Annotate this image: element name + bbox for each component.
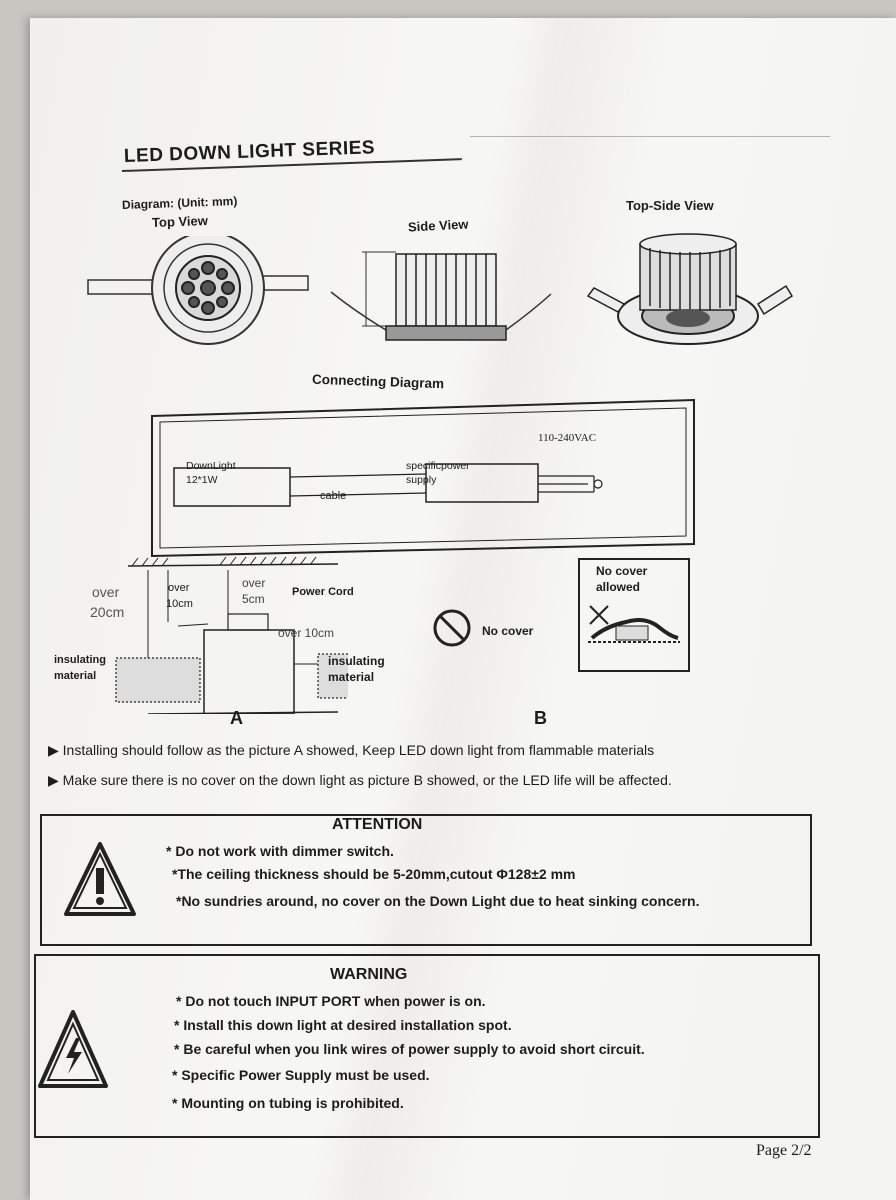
- bullet-item-2: ▶ Make sure there is no cover on the dow…: [48, 772, 672, 788]
- power-cord-label: Power Cord: [292, 586, 354, 598]
- instruction-sheet: LED DOWN LIGHT SERIES Diagram: (Unit: mm…: [30, 18, 896, 1200]
- insulating-right-1: insulating: [328, 654, 385, 668]
- attention-line-3: *No sundries around, no cover on the Dow…: [176, 893, 700, 909]
- insulating-left-1: insulating: [54, 654, 106, 666]
- top-side-view-drawing: [586, 233, 794, 345]
- covered-light-icon: [588, 605, 680, 643]
- top-side-view-label: Top-Side View: [626, 198, 714, 213]
- power-supply-label-2: supply: [406, 474, 437, 486]
- arrow-right-icon: ▶: [48, 742, 59, 758]
- attention-box: [40, 814, 812, 946]
- installation-diagram-a: [115, 556, 348, 714]
- attention-line-2: *The ceiling thickness should be 5-20mm,…: [172, 866, 576, 882]
- downlight-label-2: 12*1W: [186, 474, 218, 486]
- warning-line-2: * Install this down light at desired ins…: [174, 1017, 512, 1033]
- diagram-unit-label: Diagram: (Unit: mm): [121, 193, 238, 213]
- electric-shock-icon: [38, 1010, 108, 1088]
- bleed-through-rule: [470, 136, 830, 137]
- page-number: Page 2/2: [756, 1142, 812, 1159]
- over-5-label: over: [242, 576, 266, 590]
- prohibited-icon: [433, 609, 471, 647]
- over-10-value: 10cm: [166, 598, 193, 610]
- top-view-label: Top View: [151, 213, 209, 230]
- over-20-label: over: [92, 584, 120, 600]
- side-view-label: Side View: [407, 216, 469, 235]
- warning-line-1: * Do not touch INPUT PORT when power is …: [176, 993, 486, 1009]
- no-cover-allowed-1: No cover: [596, 564, 648, 578]
- voltage-label: 110-240VAC: [538, 432, 597, 444]
- no-cover-allowed-2: allowed: [596, 580, 641, 594]
- warning-line-4: * Specific Power Supply must be used.: [172, 1067, 430, 1083]
- no-cover-label: No cover: [482, 624, 534, 638]
- over-10-label: over: [168, 582, 190, 594]
- warning-line-5: * Mounting on tubing is prohibited.: [172, 1095, 404, 1111]
- bullet-item-1: ▶ Installing should follow as the pictur…: [48, 742, 655, 758]
- attention-line-1: * Do not work with dimmer switch.: [166, 843, 394, 859]
- no-cover-allowed-box: [578, 558, 690, 672]
- connecting-diagram: [151, 398, 695, 558]
- cable-label: cable: [320, 490, 347, 502]
- picture-a-label: A: [230, 708, 243, 728]
- insulating-right-2: material: [328, 670, 375, 684]
- over-10cm-label: over 10cm: [278, 626, 335, 640]
- connecting-diagram-title: Connecting Diagram: [311, 371, 445, 392]
- warning-box: [34, 954, 820, 1138]
- warning-line-3: * Be careful when you link wires of powe…: [174, 1041, 645, 1057]
- side-view-drawing: [330, 251, 552, 341]
- warning-title: WARNING: [330, 966, 408, 983]
- arrow-right-icon: ▶: [48, 772, 59, 788]
- caution-triangle-icon: [64, 842, 136, 916]
- over-5-value: 5cm: [242, 592, 265, 606]
- attention-title: ATTENTION: [332, 816, 423, 833]
- power-supply-label-1: specificpower: [406, 460, 470, 472]
- downlight-label-1: DownLight: [186, 460, 236, 472]
- top-view-drawing: [87, 236, 309, 345]
- over-20-value: 20cm: [90, 604, 125, 620]
- picture-b-label: B: [534, 708, 547, 728]
- insulating-left-2: material: [54, 670, 97, 682]
